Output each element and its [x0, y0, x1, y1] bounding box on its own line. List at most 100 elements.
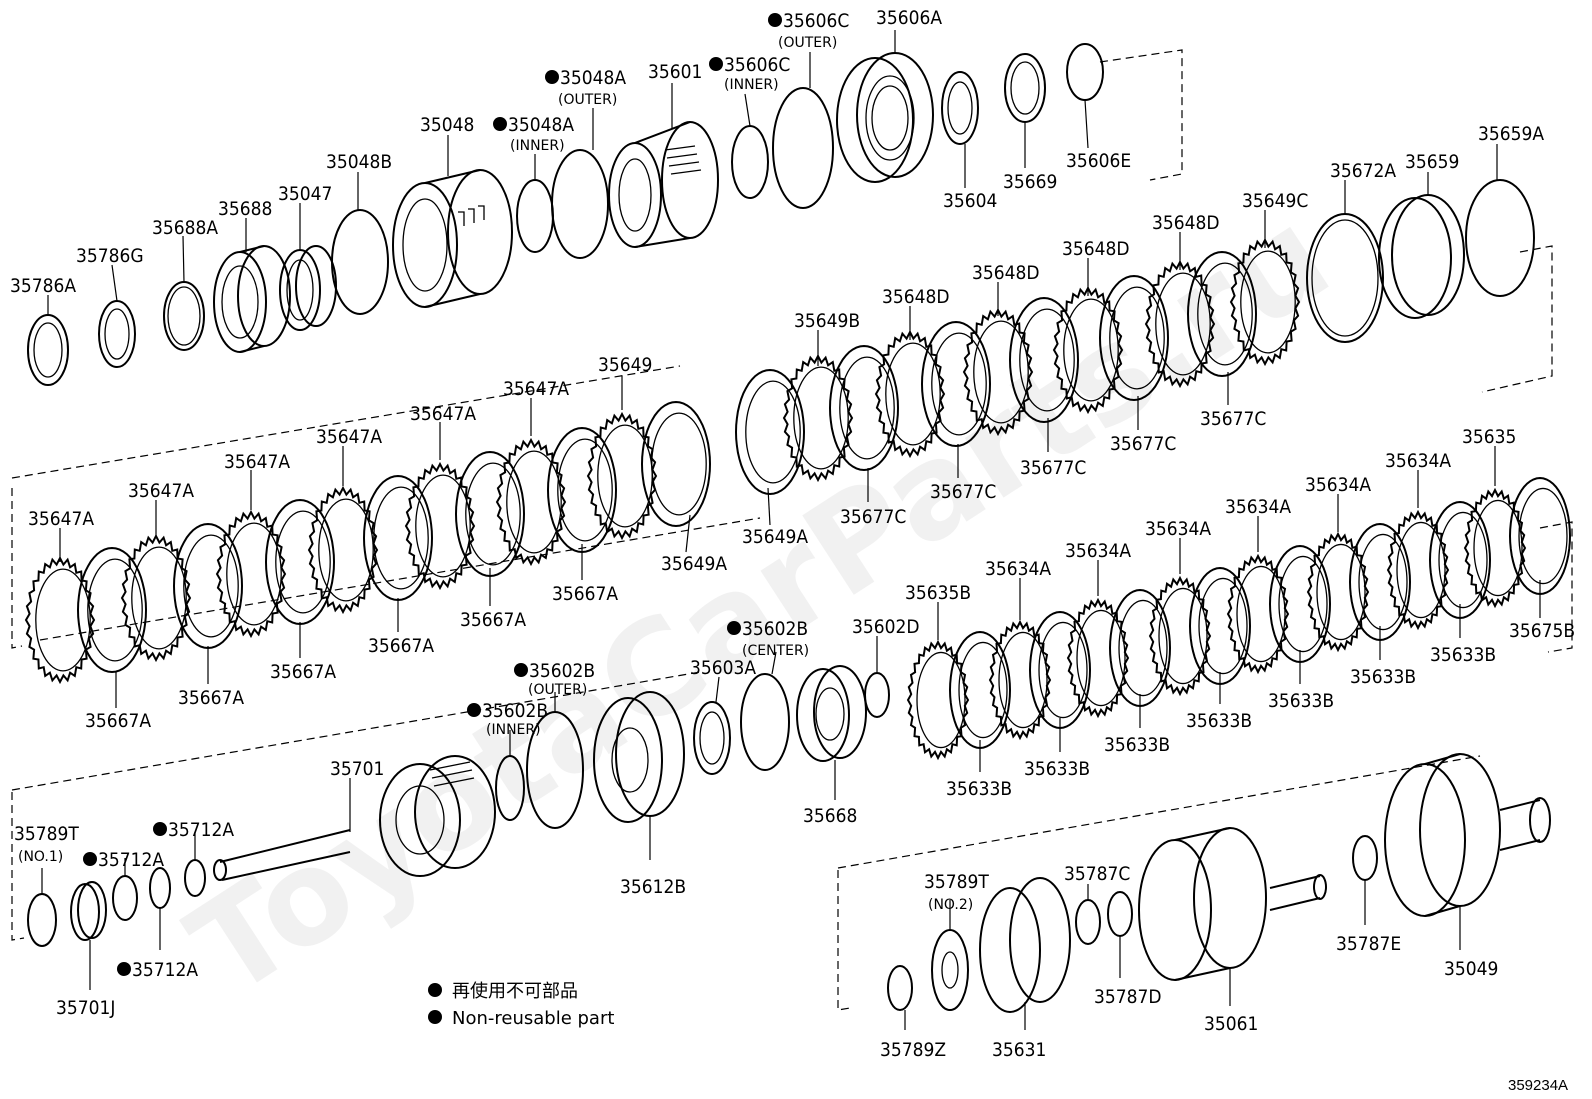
label-35635B: 35635B	[905, 582, 971, 604]
label-35606A: 35606A	[876, 7, 942, 29]
row3-plate	[264, 498, 336, 626]
nonreusable-dot	[117, 962, 131, 976]
label-35634A-5: 35634A	[1065, 540, 1131, 562]
diagram-code: 359234A	[1508, 1077, 1568, 1094]
label-35667A-4: 35667A	[368, 635, 434, 657]
row4-plate	[1066, 597, 1130, 719]
label-35602B-outer: 35602B	[529, 660, 595, 682]
label-35667A-5: 35667A	[460, 609, 526, 631]
label-35603A: 35603A	[690, 657, 756, 679]
nonreusable-dot	[493, 117, 507, 131]
label-35635: 35635	[1462, 426, 1516, 448]
label-inner-3: (INNER)	[486, 722, 541, 738]
row3-plate	[76, 546, 148, 674]
row3-plate	[215, 509, 287, 639]
label-35633B-2: 35633B	[1350, 666, 1416, 688]
label-35789T-1: 35789T	[14, 823, 79, 845]
label-35633B-5: 35633B	[1104, 734, 1170, 756]
label-35677C-4: 35677C	[930, 481, 996, 503]
label-35677C-1: 35677C	[1200, 408, 1266, 430]
label-35606E: 35606E	[1066, 150, 1131, 172]
label-no1: (NO.1)	[18, 849, 63, 865]
label-35649C: 35649C	[1242, 190, 1308, 212]
label-35633B-3: 35633B	[1268, 690, 1334, 712]
row2-plate	[962, 307, 1034, 437]
legend-dot	[428, 983, 442, 997]
label-35647A-1: 35647A	[503, 378, 569, 400]
label-35048A-outer: 35048A	[560, 67, 626, 89]
row4-extra	[796, 665, 890, 762]
label-inner-1: (INNER)	[510, 138, 565, 154]
label-35648D-4: 35648D	[882, 286, 950, 308]
label-35612B: 35612B	[620, 876, 686, 898]
row2-extra	[1306, 179, 1535, 343]
label-35606C-outer: 35606C	[783, 10, 849, 32]
nonreusable-dot	[83, 852, 97, 866]
row2-plate	[1008, 296, 1080, 424]
legend-japanese: 再使用不可部品	[452, 981, 578, 1002]
label-35667A-6: 35667A	[552, 583, 618, 605]
row4-plate	[1188, 566, 1252, 686]
label-35659A: 35659A	[1478, 123, 1544, 145]
label-35787C: 35787C	[1064, 863, 1130, 885]
row4-plate	[988, 619, 1052, 741]
part-labels: 35786A 35786G 35688A 35688 35047 35048B …	[10, 7, 1575, 1061]
label-35649B: 35649B	[794, 310, 860, 332]
label-35672A: 35672A	[1330, 160, 1396, 182]
label-35701: 35701	[330, 758, 384, 780]
nonreusable-dot	[727, 621, 741, 635]
group-separators	[11, 49, 1573, 1011]
row3-plate	[454, 450, 526, 578]
label-35634A-6: 35634A	[985, 558, 1051, 580]
label-35048: 35048	[420, 114, 474, 136]
nonreusable-dot	[467, 703, 481, 717]
label-35712A-3: 35712A	[132, 959, 198, 981]
label-35631: 35631	[992, 1039, 1046, 1061]
row2-plate	[1229, 237, 1301, 367]
label-35633B-7: 35633B	[946, 778, 1012, 800]
row3-plates	[24, 400, 712, 685]
watermark: ToyotaCarParts.ru	[164, 179, 1355, 1026]
label-35787D: 35787D	[1094, 986, 1162, 1008]
row2-plate	[874, 329, 946, 459]
label-35634A-2: 35634A	[1305, 474, 1371, 496]
label-35677C-2: 35677C	[1110, 433, 1176, 455]
legend-english: Non-reusable part	[452, 1008, 614, 1029]
label-35606C-inner: 35606C	[724, 54, 790, 76]
label-35649A-1: 35649A	[742, 526, 808, 548]
label-35688A: 35688A	[152, 217, 218, 239]
label-35648D-1: 35648D	[1152, 212, 1220, 234]
nonreusable-dot	[768, 13, 782, 27]
row2-plate	[828, 344, 900, 472]
label-35667A-1: 35667A	[85, 710, 151, 732]
row4-plate	[1148, 575, 1212, 697]
label-35649A-2: 35649A	[661, 553, 727, 575]
row2-plate	[734, 368, 806, 496]
label-inner-2: (INNER)	[724, 77, 779, 93]
label-35633B-4: 35633B	[1186, 710, 1252, 732]
label-35601: 35601	[648, 61, 702, 83]
label-35648D-3: 35648D	[972, 262, 1040, 284]
label-35602B-inner: 35602B	[482, 700, 548, 722]
label-35602B-center: 35602B	[742, 618, 808, 640]
row3-plate	[495, 437, 567, 567]
label-35787E: 35787E	[1336, 933, 1401, 955]
label-35647A-5: 35647A	[128, 480, 194, 502]
row2-plate	[1052, 285, 1124, 415]
label-35647A-2: 35647A	[410, 403, 476, 425]
label-35049: 35049	[1444, 958, 1498, 980]
label-35712A-1: 35712A	[98, 849, 164, 871]
row4-plate	[948, 630, 1012, 750]
row4-plate	[1268, 544, 1332, 664]
label-center: (CENTER)	[742, 643, 809, 659]
row2-plate	[1098, 274, 1170, 402]
label-35688: 35688	[218, 198, 272, 220]
row4-plate	[1348, 522, 1412, 642]
row2-plates	[734, 237, 1301, 496]
nonreusable-dot	[153, 822, 167, 836]
label-35675B: 35675B	[1509, 620, 1575, 642]
label-no2: (NO.2)	[928, 897, 973, 913]
row2-plate	[920, 320, 992, 448]
label-35633B-6: 35633B	[1024, 758, 1090, 780]
